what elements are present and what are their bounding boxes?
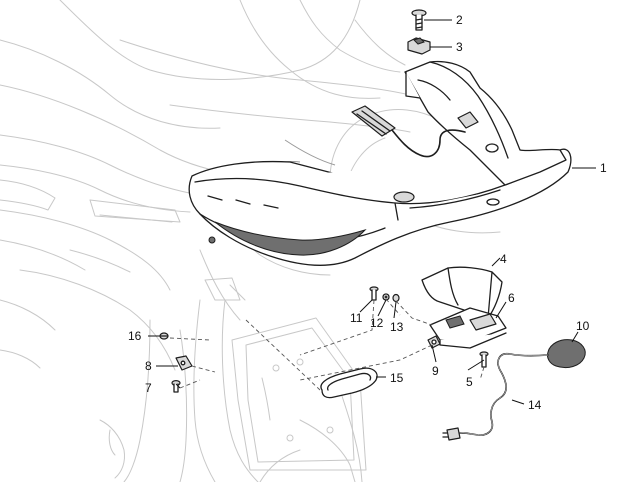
callout-2: 2 <box>456 13 463 27</box>
callout-12: 12 <box>370 316 384 330</box>
callout-3: 3 <box>456 40 463 54</box>
sensor-part-10 <box>547 339 586 369</box>
leader-lines <box>148 19 596 405</box>
assembly-dashed-lines <box>169 298 485 391</box>
callout-1: 1 <box>600 161 607 175</box>
callout-6: 6 <box>508 291 515 305</box>
callout-labels: 1 2 3 4 5 6 7 8 9 10 11 12 13 14 15 16 <box>128 13 607 412</box>
callout-8: 8 <box>145 359 152 373</box>
clip-nut-part-3 <box>407 37 431 55</box>
rear-light-assembly <box>188 60 572 267</box>
clip-part-16 <box>159 332 169 340</box>
screw-part-11 <box>369 286 379 301</box>
reflector-part-15 <box>320 367 378 399</box>
screw-part-2 <box>411 9 427 31</box>
callout-16: 16 <box>128 329 142 343</box>
cover-part-4 <box>421 266 503 319</box>
callout-9: 9 <box>432 364 439 378</box>
callout-7: 7 <box>145 381 152 395</box>
callout-4: 4 <box>500 252 507 266</box>
callout-15: 15 <box>390 371 404 385</box>
screw-part-5 <box>479 351 489 368</box>
wire-harness-part-14 <box>442 352 549 441</box>
plate-light-holder-part-6 <box>429 307 507 349</box>
callout-10: 10 <box>576 319 590 333</box>
callout-11: 11 <box>350 311 363 325</box>
screw-part-7 <box>171 380 181 393</box>
callout-14: 14 <box>528 398 542 412</box>
nut-part-13 <box>392 293 400 303</box>
callout-13: 13 <box>390 320 404 334</box>
callout-5: 5 <box>466 375 473 389</box>
license-plate-bracket <box>231 317 367 471</box>
bracket-part-8 <box>175 355 193 371</box>
